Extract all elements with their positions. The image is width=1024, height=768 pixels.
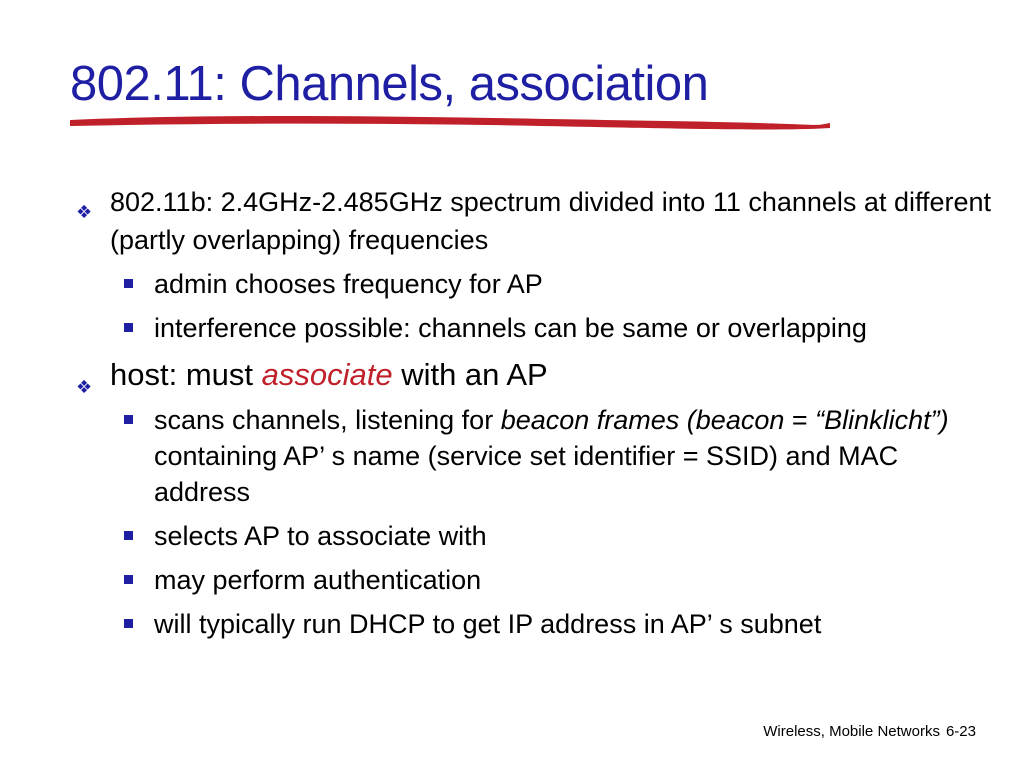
bullet-suffix: with an AP	[392, 357, 548, 392]
square-bullet-icon	[124, 279, 133, 288]
sub-bullet-authentication: may perform authentication	[76, 562, 996, 598]
square-bullet-icon	[124, 531, 133, 540]
text-run: containing AP’ s name (service set ident…	[154, 441, 899, 507]
bullet-spectrum: ❖ 802.11b: 2.4GHz-2.485GHz spectrum divi…	[76, 183, 996, 259]
bullet-text: host: must associate with an AP	[110, 354, 996, 396]
sub-bullet-text: interference possible: channels can be s…	[154, 313, 867, 343]
slide-body: ❖ 802.11b: 2.4GHz-2.485GHz spectrum divi…	[76, 183, 996, 650]
slide-footer: Wireless, Mobile Networks 6-23	[757, 723, 976, 740]
sub-bullet-text: scans channels, listening for beacon fra…	[154, 405, 949, 507]
text-run: scans channels, listening for	[154, 405, 501, 435]
associate-emphasis: associate	[261, 357, 393, 392]
page-number: 6-23	[945, 723, 976, 740]
square-bullet-icon	[124, 323, 133, 332]
text-run: =	[784, 405, 816, 435]
sub-bullet-text: selects AP to associate with	[154, 521, 487, 551]
sub-bullet-text: admin chooses frequency for AP	[154, 269, 543, 299]
bullet-associate: ❖ host: must associate with an AP	[76, 354, 996, 397]
square-bullet-icon	[124, 619, 133, 628]
sub-bullet-dhcp: will typically run DHCP to get IP addres…	[76, 606, 996, 642]
blinklicht-term: “Blinklicht”)	[815, 405, 949, 435]
bullet-prefix: host: must	[110, 357, 262, 392]
sub-bullet-text: may perform authentication	[154, 565, 482, 595]
sub-bullet-selects: selects AP to associate with	[76, 518, 996, 554]
footer-label: Wireless, Mobile Networks	[763, 723, 940, 740]
diamond-quad-bullet-icon: ❖	[76, 202, 93, 222]
square-bullet-icon	[124, 415, 133, 424]
sub-bullet-text: will typically run DHCP to get IP addres…	[154, 609, 822, 639]
title-underline	[70, 116, 830, 130]
sub-bullet-interference: interference possible: channels can be s…	[76, 310, 996, 346]
slide-title: 802.11: Channels, association	[70, 57, 709, 111]
sub-bullet-admin: admin chooses frequency for AP	[76, 266, 996, 302]
diamond-quad-bullet-icon: ❖	[76, 377, 93, 397]
beacon-frames-term: beacon frames (beacon	[500, 405, 785, 435]
bullet-text: 802.11b: 2.4GHz-2.485GHz spectrum divide…	[110, 187, 992, 255]
square-bullet-icon	[124, 575, 133, 584]
sub-bullet-scans: scans channels, listening for beacon fra…	[76, 402, 996, 510]
